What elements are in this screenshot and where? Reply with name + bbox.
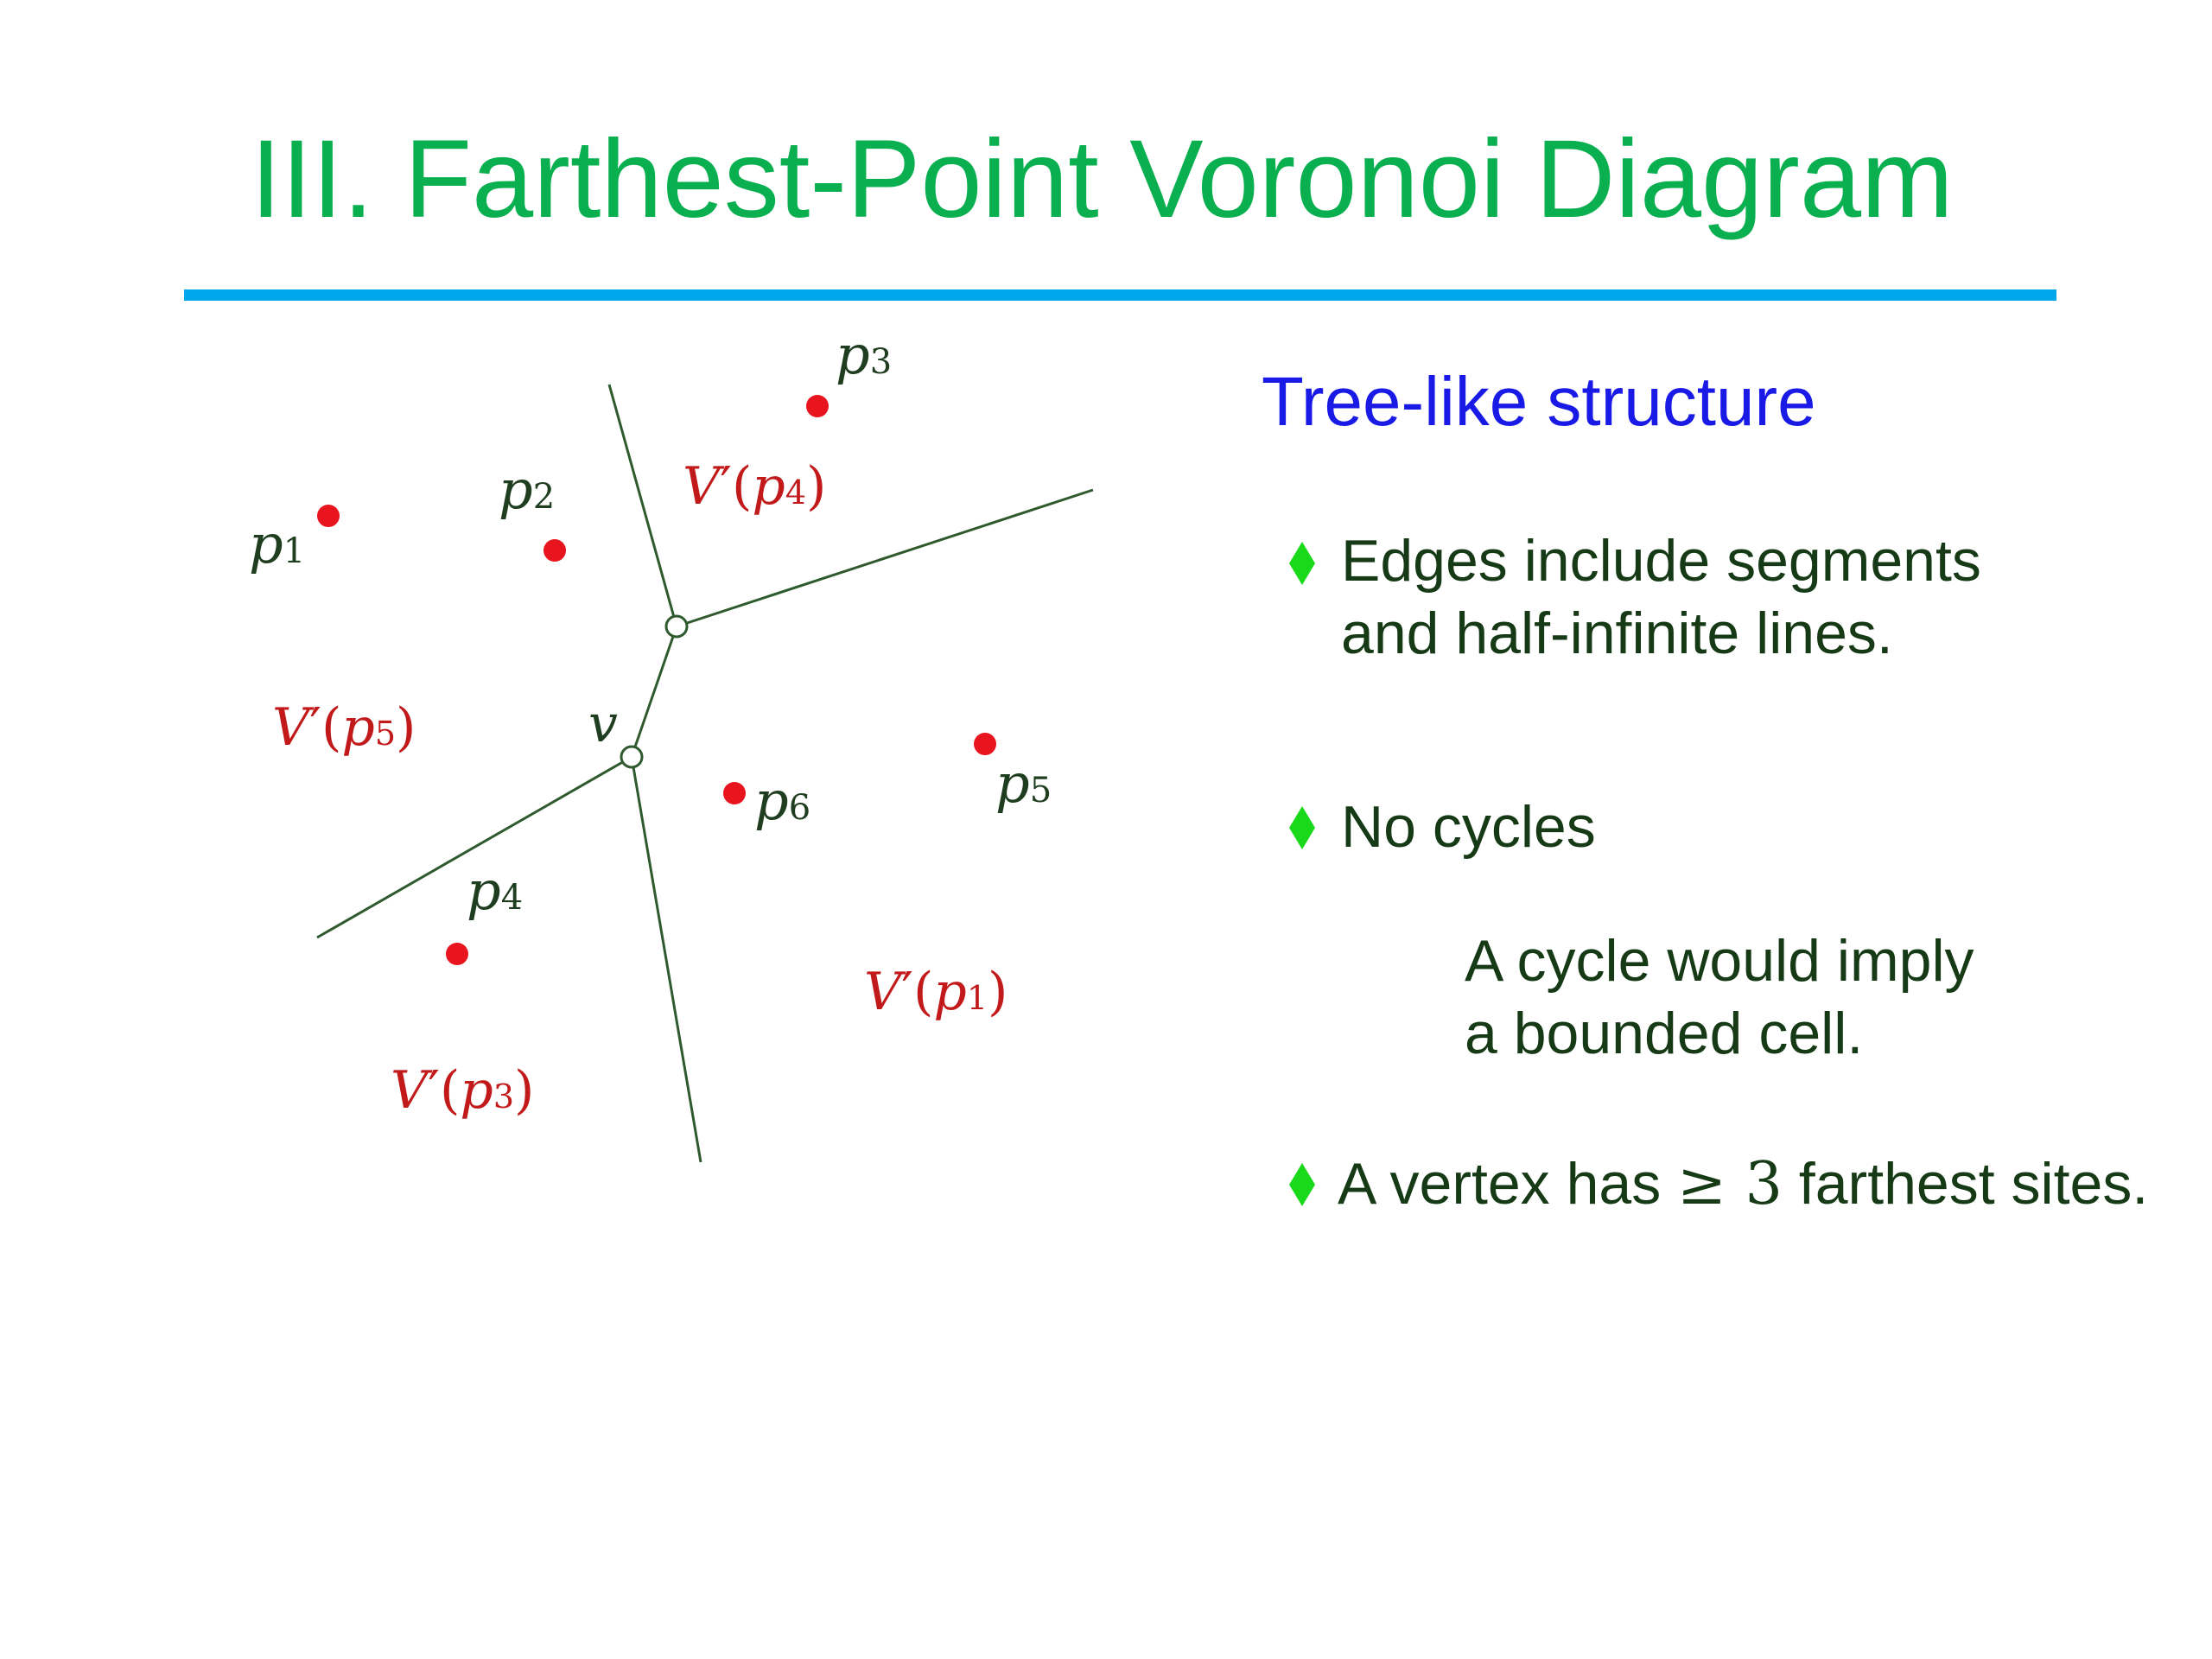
bullet-text: Edges include segments and half-infinite… xyxy=(1341,524,1981,670)
site-label-p6: p6 xyxy=(754,769,810,832)
voronoi-vertex-v xyxy=(620,745,644,769)
site-label-p5: p5 xyxy=(995,752,1052,815)
bullet-text: A vertex has ≥ 3 farthest sites. xyxy=(1338,1147,2148,1221)
voronoi-edges xyxy=(316,384,1094,1163)
region-label-p4: V′(p4) xyxy=(683,456,826,517)
site-point-p1 xyxy=(317,505,340,527)
vertex-label-v: v xyxy=(588,694,618,754)
site-point-p5 xyxy=(974,733,996,755)
voronoi-edge xyxy=(316,755,632,939)
site-point-p2 xyxy=(543,539,566,562)
voronoi-edge xyxy=(607,384,678,627)
site-label-p4: p4 xyxy=(467,859,523,922)
title-divider xyxy=(184,289,2056,301)
region-label-p3: V′(p3) xyxy=(391,1060,534,1121)
note-line: a bounded cell. xyxy=(1465,1001,1864,1066)
site-points xyxy=(317,395,996,965)
voronoi-edge xyxy=(676,488,1094,628)
voronoi-edge xyxy=(630,756,702,1163)
diamond-bullet-icon xyxy=(1287,804,1317,851)
properties-panel: Tree-like structure Edges include segmen… xyxy=(1262,346,2195,1262)
site-point-p4 xyxy=(446,943,468,965)
voronoi-edge xyxy=(630,626,678,758)
bullet-text-before: A vertex has xyxy=(1338,1151,1678,1217)
site-label-p3: p3 xyxy=(836,323,892,386)
cycle-note: A cycle would imply a bounded cell. xyxy=(1465,925,1974,1070)
bullet-text-line: Edges include segments xyxy=(1341,528,1981,594)
slide-title: III. Farthest-Point Voronoi Diagram xyxy=(251,118,1954,241)
voronoi-vertices xyxy=(620,614,689,769)
region-label-p1: V′(p1) xyxy=(864,962,1007,1022)
bullet-item-edges: Edges include segments and half-infinite… xyxy=(1262,524,2195,671)
bullet-item-no-cycles: No cycles xyxy=(1262,791,2195,868)
site-point-p6 xyxy=(723,782,746,804)
math-symbol: ≥ 3 xyxy=(1677,1150,1783,1218)
bullet-item-vertex: A vertex has ≥ 3 farthest sites. xyxy=(1262,1147,2195,1225)
voronoi-vertex xyxy=(664,614,689,639)
site-label-p2: p2 xyxy=(499,458,555,521)
site-label-p1: p1 xyxy=(249,512,305,575)
voronoi-diagram: p1 p2 p3 p4 p5 p6 v V′(p4) V′(p5) V′(p1)… xyxy=(249,323,1094,1163)
region-label-p5: V′(p5) xyxy=(272,697,416,758)
diamond-bullet-icon xyxy=(1287,540,1317,587)
panel-heading: Tree-like structure xyxy=(1262,363,1816,440)
bullet-text: No cycles xyxy=(1341,791,1596,863)
site-point-p3 xyxy=(806,395,829,417)
bullet-text-after: farthest sites. xyxy=(1782,1151,2149,1217)
bullet-text-line: No cycles xyxy=(1341,794,1596,860)
diamond-bullet-icon xyxy=(1287,1161,1317,1208)
note-line: A cycle would imply xyxy=(1465,928,1974,994)
bullet-text-line: and half-infinite lines. xyxy=(1341,601,1893,666)
